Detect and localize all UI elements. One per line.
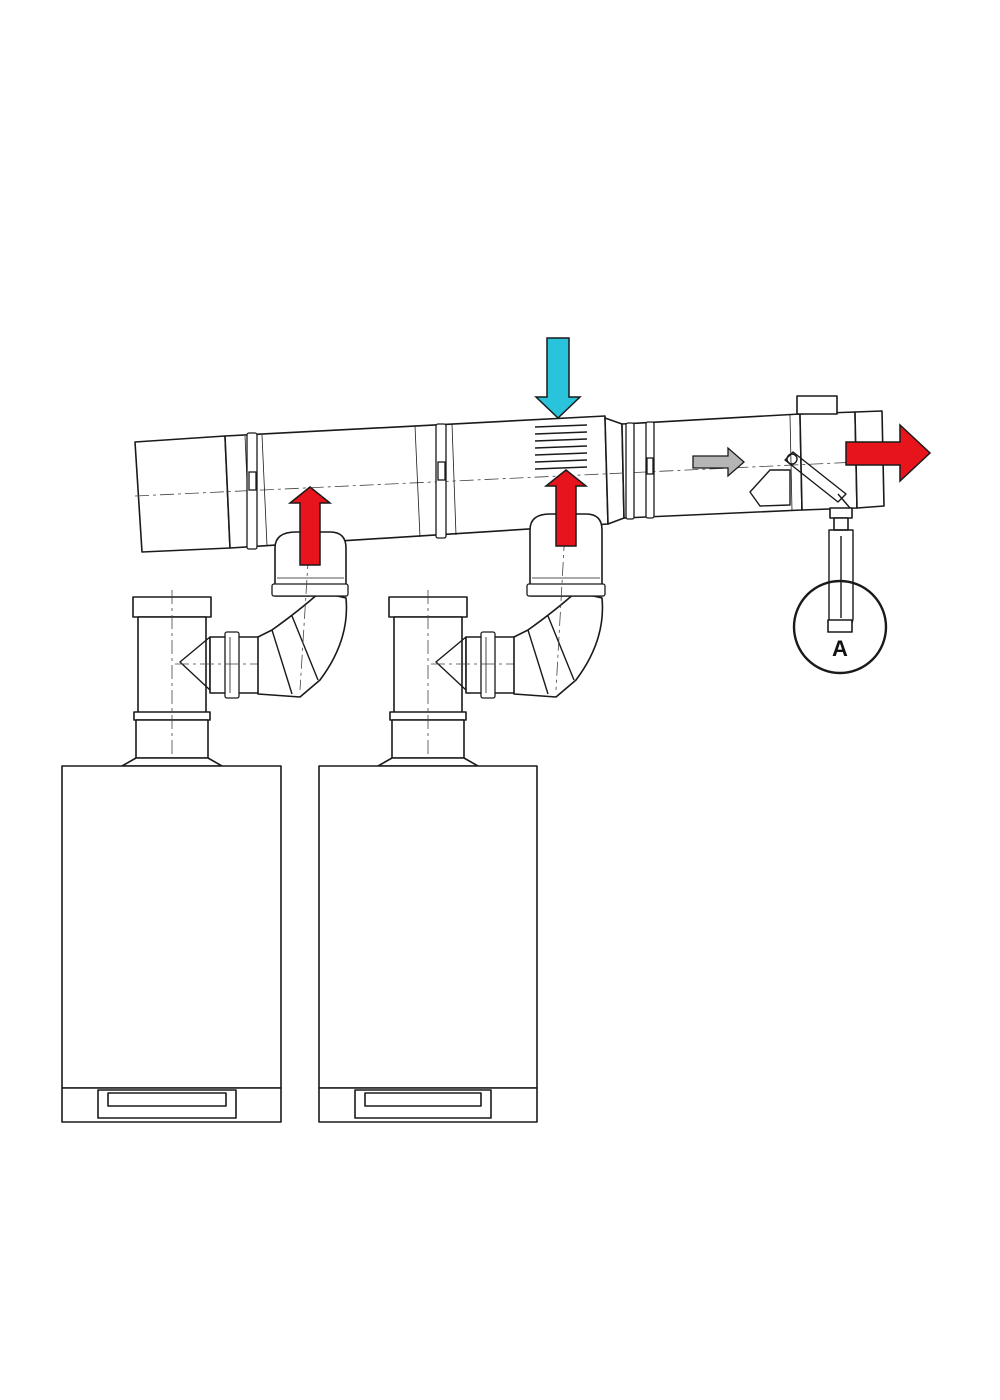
air-intake-grille (534, 424, 588, 470)
pipe-clamp (246, 432, 258, 550)
boiler-2 (318, 757, 538, 1123)
pipe-clamp (625, 421, 655, 520)
flow-direction-arrow (692, 446, 745, 478)
callout-label: A (832, 636, 848, 661)
flue-gas-arrow (845, 423, 932, 483)
boiler-2-flue-connection (388, 511, 606, 765)
callout-a: A (792, 579, 888, 675)
boiler-1 (61, 757, 282, 1123)
flue-gas-arrow (287, 486, 333, 566)
condensate-siphon (827, 507, 854, 633)
flue-gas-arrow (543, 469, 589, 547)
fresh-air-arrow (534, 337, 582, 420)
pipe-clamp (435, 423, 447, 539)
